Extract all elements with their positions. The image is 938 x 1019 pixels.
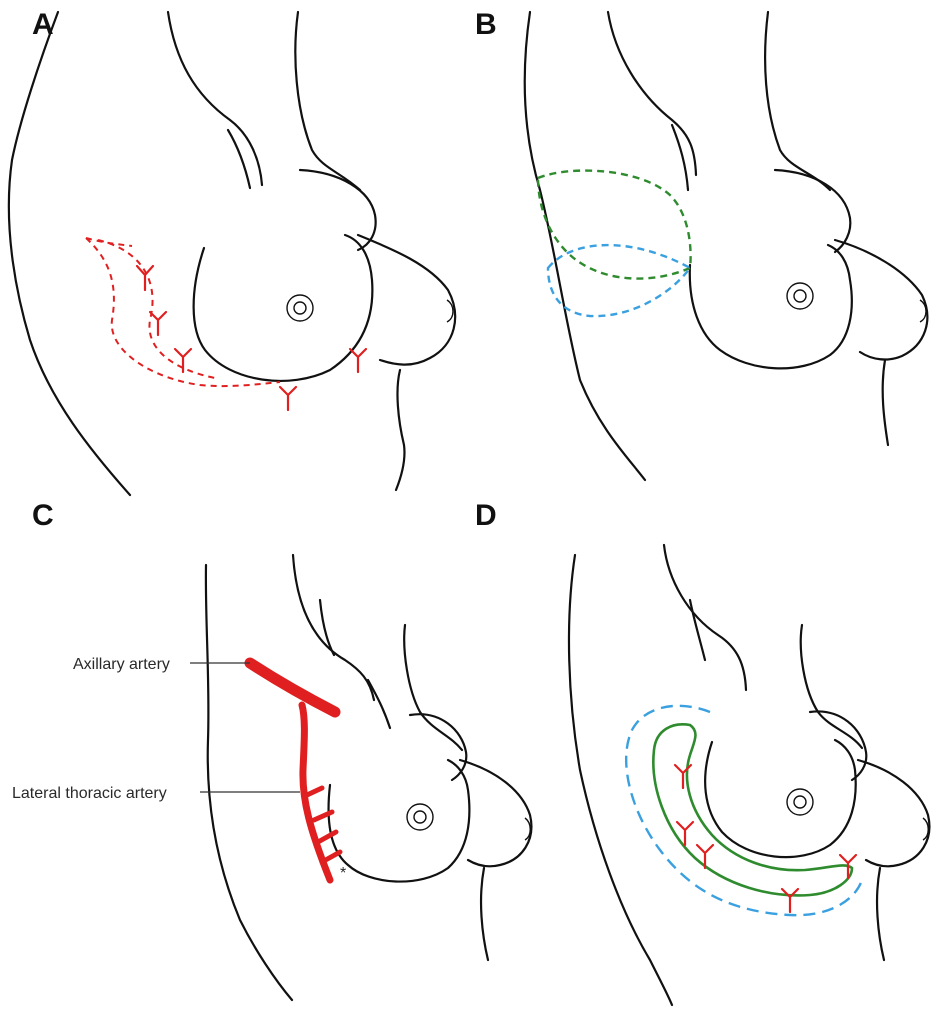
asterisk-marker: * <box>340 865 346 882</box>
flap-outline-green <box>653 724 852 895</box>
panel-a: A <box>9 8 455 495</box>
flap-boundary-blue <box>626 706 862 915</box>
panel-b: B <box>475 8 927 480</box>
nipple-areola-icon <box>287 295 313 321</box>
lateral-thoracic-artery-label: Lateral thoracic artery <box>12 785 167 802</box>
panel-letter-b: B <box>475 8 497 41</box>
breast-outline <box>194 235 373 381</box>
torso-outline <box>569 555 672 1005</box>
flank-contour <box>481 868 488 960</box>
flank-contour <box>883 360 888 445</box>
panel-c: C * Axillary artery Lateral thoracic art… <box>12 499 531 1000</box>
panel-d: D <box>475 499 929 1005</box>
panel-letter-d: D <box>475 499 497 532</box>
vessel-branch-icon <box>250 663 340 880</box>
axilla-lower <box>368 680 390 728</box>
torso-outline <box>9 12 130 495</box>
contralateral-breast-upper <box>810 711 866 780</box>
contralateral-breast-upper <box>410 714 466 780</box>
axillary-artery-label: Axillary artery <box>73 656 170 673</box>
nipple-areola-icon <box>787 789 813 815</box>
flap-outline-top <box>86 238 132 246</box>
contralateral-breast <box>858 760 929 866</box>
flap-outline-inner <box>98 240 215 378</box>
vessel-branch-icon <box>137 266 366 410</box>
nipple-areola-icon <box>407 804 433 830</box>
arm-contour <box>664 545 746 690</box>
breast-outline <box>705 740 856 857</box>
flap-design-green <box>538 171 691 279</box>
panel-letter-c: C <box>32 499 54 532</box>
chest-contour <box>404 625 462 750</box>
torso-outline <box>206 565 292 1000</box>
arm-contour <box>293 555 374 700</box>
chest-contour <box>765 12 830 190</box>
breast-outline <box>690 245 852 368</box>
axilla-fold <box>690 600 705 660</box>
nipple-areola-icon <box>787 283 813 309</box>
flank-contour <box>877 868 884 960</box>
axillary-artery <box>250 663 335 712</box>
contralateral-nipple <box>447 300 453 322</box>
contralateral-breast <box>835 240 927 359</box>
flank-contour <box>396 370 405 490</box>
panel-letter-a: A <box>32 8 54 41</box>
chest-contour <box>295 12 360 190</box>
breast-outline <box>329 760 470 882</box>
chest-contour <box>801 625 862 748</box>
contralateral-breast <box>460 760 531 866</box>
arm-contour <box>168 12 262 185</box>
contralateral-breast-upper <box>775 170 850 252</box>
arm-contour <box>608 12 696 175</box>
